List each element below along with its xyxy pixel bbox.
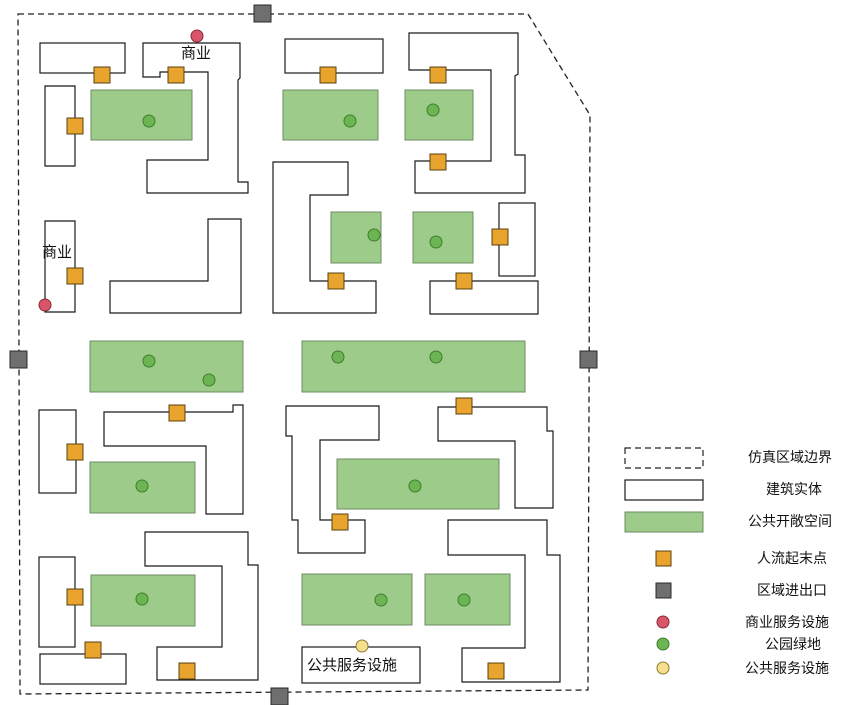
legend-label: 商业服务设施 xyxy=(745,615,829,631)
gate xyxy=(579,350,598,369)
flow-node xyxy=(66,443,84,461)
building xyxy=(285,405,380,554)
legend-label: 公共开敞空间 xyxy=(748,514,832,530)
legend: 仿真区域边界 建筑实体 公共开敞空间 人流起末点 区域进出口 商业服务设施 公园… xyxy=(624,447,832,677)
legend-gate-swatch xyxy=(655,582,672,599)
gate xyxy=(270,687,289,705)
park-marker xyxy=(408,479,422,493)
open-space xyxy=(412,211,474,264)
park-marker xyxy=(135,479,149,493)
park-marker xyxy=(331,350,345,364)
flow-node xyxy=(327,272,345,290)
public-service-building xyxy=(301,646,421,684)
flow-node xyxy=(429,153,447,171)
flow-node xyxy=(167,66,185,84)
flow-node xyxy=(84,641,102,659)
flow-node xyxy=(487,662,505,680)
building xyxy=(272,161,377,314)
building xyxy=(447,519,561,683)
building xyxy=(39,653,127,685)
gates xyxy=(9,4,598,705)
park-marker xyxy=(374,593,388,607)
gate xyxy=(9,350,28,369)
flow-node xyxy=(429,66,447,84)
open-space xyxy=(301,340,526,393)
open-spaces xyxy=(89,89,526,627)
flow-node xyxy=(331,513,349,531)
building xyxy=(144,531,259,681)
flow-node xyxy=(455,272,473,290)
legend-label: 仿真区域边界 xyxy=(748,450,832,466)
open-space xyxy=(282,89,379,141)
flow-node xyxy=(319,66,337,84)
legend-label: 公园绿地 xyxy=(765,637,821,653)
flow-node xyxy=(178,662,196,680)
park-marker xyxy=(135,592,149,606)
commercial-facility xyxy=(38,298,52,312)
public-service-label: 公共服务设施 xyxy=(307,656,397,674)
building xyxy=(142,42,249,194)
flow-node xyxy=(66,117,84,135)
open-space xyxy=(89,340,244,393)
legend-park-swatch xyxy=(656,637,670,651)
legend-commercial-swatch xyxy=(656,615,670,629)
flow-node xyxy=(168,404,186,422)
park-marker xyxy=(202,373,216,387)
legend-flow-node-swatch xyxy=(655,550,672,567)
legend-open-space-swatch xyxy=(624,511,704,533)
park-marker xyxy=(429,235,443,249)
building xyxy=(44,220,76,313)
building xyxy=(39,42,126,74)
building xyxy=(109,218,242,314)
public-service-facility xyxy=(355,639,369,653)
park-marker xyxy=(426,103,440,117)
flow-node xyxy=(66,267,84,285)
legend-label: 区域进出口 xyxy=(757,583,827,599)
flow-node xyxy=(93,66,111,84)
open-space xyxy=(301,573,413,626)
legend-public-swatch xyxy=(656,661,670,675)
park-marker xyxy=(343,114,357,128)
park-marker xyxy=(142,354,156,368)
simulation-boundary xyxy=(17,13,591,695)
building xyxy=(103,404,244,515)
open-space xyxy=(90,89,193,141)
commercial-label-top: 商业 xyxy=(181,44,211,62)
building xyxy=(429,280,539,315)
legend-building-swatch xyxy=(624,479,704,501)
building xyxy=(408,32,526,194)
building xyxy=(437,406,554,509)
park-marker xyxy=(457,593,471,607)
legend-boundary-swatch xyxy=(624,447,704,469)
commercial-label-left: 商业 xyxy=(42,243,72,261)
legend-label: 公共服务设施 xyxy=(745,661,829,677)
park-marker xyxy=(367,228,381,242)
building xyxy=(44,85,76,167)
flow-node xyxy=(66,588,84,606)
gate xyxy=(253,4,272,23)
park-marker xyxy=(142,114,156,128)
legend-label: 建筑实体 xyxy=(766,482,822,498)
open-space xyxy=(404,89,474,141)
flow-node xyxy=(455,397,473,415)
flow-node xyxy=(491,228,509,246)
flow-nodes xyxy=(66,66,509,680)
park-marker xyxy=(429,350,443,364)
commercial-facility xyxy=(190,29,204,43)
park-dots xyxy=(135,103,471,607)
legend-label: 人流起末点 xyxy=(757,551,827,567)
